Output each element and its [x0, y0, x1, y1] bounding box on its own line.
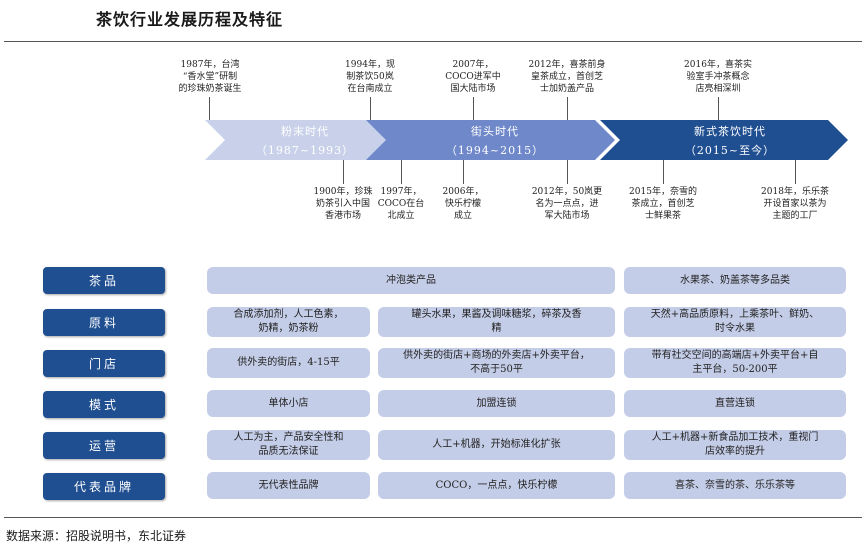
connector-bottom-2006	[463, 160, 464, 184]
era-range-1: （1987~1993）	[255, 144, 355, 157]
cell-model-street: 加盟连锁	[378, 390, 615, 417]
connector-bottom-1900	[343, 160, 344, 184]
event-bottom-2006: 2006年， 快乐柠檬 成立	[442, 187, 484, 221]
cell-ingredients-street: 罐头水果，果酱及调味糖浆，碎茶及香 精	[378, 307, 615, 337]
era-arrow-1	[205, 120, 400, 160]
cell-operations-new: 人工+机器+新食品加工技术，重视门 店效率的提升	[624, 430, 846, 460]
event-bottom-1900: 1900年，珍珠 奶茶引入中国 香港市场	[313, 187, 373, 221]
cell-model-new: 直营连锁	[624, 390, 846, 417]
connector-bottom-1997	[401, 160, 402, 184]
era-name-1: 粉末时代	[281, 125, 329, 138]
connector-top-1994	[370, 97, 371, 120]
era-name-3: 新式茶饮时代	[694, 125, 766, 138]
cell-ingredients-new: 天然+高品质原料，上乘茶叶、鲜奶、 时令水果	[624, 307, 846, 337]
era-arrow-2	[366, 120, 615, 160]
row-label-operations: 运营	[43, 432, 165, 459]
connector-bottom-2012	[567, 160, 568, 184]
cell-model-powder: 单体小店	[207, 390, 370, 417]
event-bottom-2018: 2018年，乐乐茶 开设首家以茶为 主题的工厂	[761, 187, 829, 221]
cell-brands-powder: 无代表性品牌	[207, 472, 370, 499]
event-bottom-2012: 2012年，50岚更 名为一点点，进 军大陆市场	[531, 187, 603, 221]
connector-top-2016	[718, 97, 719, 120]
row-label-brands: 代表品牌	[43, 473, 165, 500]
cell-stores-new: 带有社交空间的高端店+外卖平台+自 主平台，50-200平	[624, 348, 846, 378]
event-top-2007: 2007年， COCO进军中 国大陆市场	[445, 60, 501, 94]
era-name-2: 街头时代	[471, 125, 519, 138]
connector-top-2012	[567, 97, 568, 120]
source-note: 数据来源：招股说明书，东北证券	[6, 529, 187, 543]
era-range-3: （2015~至今）	[684, 144, 776, 157]
event-bottom-1997: 1997年， COCO在台 北成立	[377, 187, 425, 221]
event-top-1987: 1987年，台湾 “香水堂”研制 的珍珠奶茶诞生	[178, 60, 242, 94]
cell-operations-street: 人工+机器，开始标准化扩张	[378, 430, 615, 460]
row-label-ingredients: 原料	[43, 309, 165, 336]
row-label-model: 模式	[43, 391, 165, 418]
cell-tea-products-new: 水果茶、奶盖茶等多品类	[624, 267, 846, 294]
bottom-divider	[4, 517, 862, 518]
event-top-2012: 2012年，喜茶前身 皇茶成立，首创芝 士加奶盖产品	[528, 60, 606, 94]
cell-brands-street: COCO，一点点，快乐柠檬	[378, 472, 615, 499]
cell-tea-products-early: 冲泡类产品	[207, 267, 615, 294]
era-arrow-3	[600, 120, 848, 160]
cell-brands-new: 喜茶、奈雪的茶、乐乐茶等	[624, 472, 846, 499]
cell-ingredients-powder: 合成添加剂，人工色素， 奶精，奶茶粉	[207, 307, 370, 337]
era-range-2: （1994~2015）	[445, 144, 545, 157]
page-title: 茶饮行业发展历程及特征	[96, 10, 284, 29]
row-label-stores: 门店	[43, 350, 165, 377]
cell-operations-powder: 人工为主，产品安全性和 品质无法保证	[207, 430, 370, 460]
connector-bottom-2018	[795, 160, 796, 184]
row-label-tea-products: 茶品	[43, 267, 165, 294]
connector-top-2007	[473, 97, 474, 120]
event-bottom-2015: 2015年，奈雪的 茶成立，首创芝 士鲜果茶	[629, 187, 697, 221]
cell-stores-street: 供外卖的街店+商场的外卖店+外卖平台， 不高于50平	[378, 348, 615, 378]
connector-top-1987	[209, 97, 210, 120]
connector-bottom-2015	[663, 160, 664, 184]
event-top-1994: 1994年，现 制茶饮50岚 在台南成立	[345, 60, 395, 94]
event-top-2016: 2016年，喜茶实 验室手冲茶概念 店亮相深圳	[684, 60, 752, 94]
top-divider	[4, 41, 862, 42]
cell-stores-powder: 供外卖的街店，4-15平	[207, 348, 370, 378]
